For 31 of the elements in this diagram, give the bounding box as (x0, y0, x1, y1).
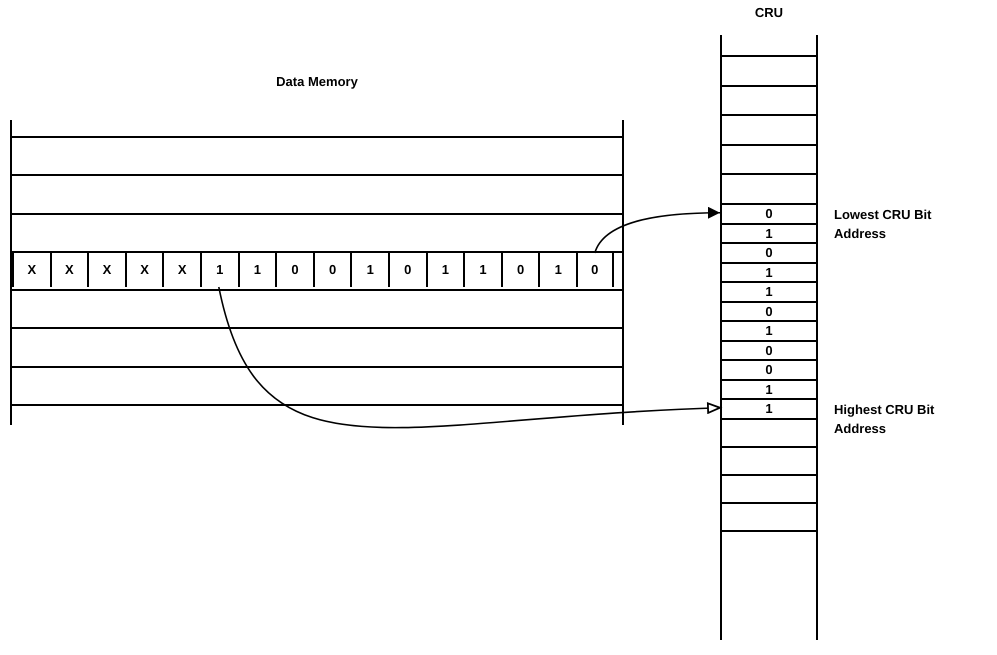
bit-cell: 0 (722, 300, 816, 320)
bit-cell: 1 (722, 262, 816, 281)
bit-cell: 1 (722, 320, 816, 340)
bit-cell: X (87, 253, 125, 287)
bit-cell: X (162, 253, 200, 287)
bit-cell: X (124, 253, 162, 287)
bit-cell: X (50, 253, 88, 287)
bit-cell: 0 (312, 253, 350, 287)
bit-cell: 1 (350, 253, 388, 287)
bit-cell: 0 (275, 253, 313, 287)
bit-cell: 0 (722, 242, 816, 262)
bit-cell: 0 (576, 253, 614, 287)
bit-cell: 1 (463, 253, 501, 287)
arrow (218, 286, 721, 428)
bit-cell: 0 (722, 340, 816, 359)
bit-cell: X (12, 253, 50, 287)
address-note: Highest CRU Bit Address (834, 401, 936, 438)
bit-cell: 0 (500, 253, 538, 287)
arrow (594, 206, 720, 254)
bit-cell: 0 (388, 253, 426, 287)
column-heading: CRU (754, 4, 784, 22)
bit-cell: 1 (722, 222, 816, 242)
bit-cell: 1 (200, 253, 238, 287)
bit-cell: 0 (722, 359, 816, 378)
bit-cell: 1 (538, 253, 576, 287)
column-heading: Data Memory (275, 73, 359, 91)
address-note: Lowest CRU Bit Address (834, 206, 932, 243)
bit-cell: 1 (722, 281, 816, 300)
bit-cell: 1 (238, 253, 276, 287)
bit-cell: 1 (426, 253, 464, 287)
bit-cell: 1 (722, 378, 816, 398)
